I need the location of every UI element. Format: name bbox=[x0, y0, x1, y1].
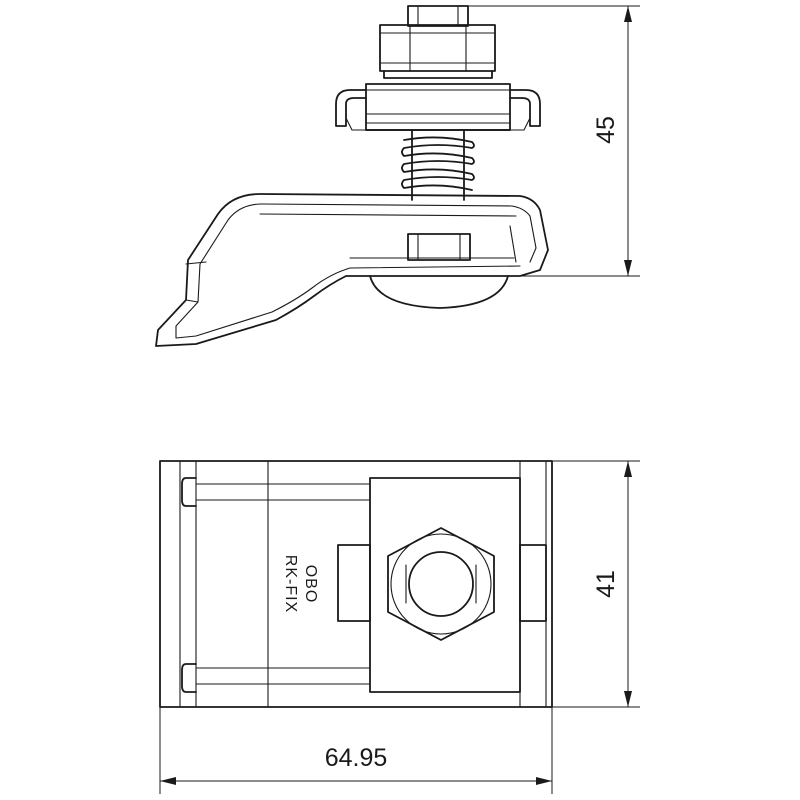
clamp-bridge bbox=[335, 83, 541, 131]
product-mark: RK-FIX bbox=[282, 555, 299, 613]
dimension-label-41: 41 bbox=[592, 570, 620, 598]
hex-nut bbox=[379, 24, 496, 79]
side-view bbox=[155, 5, 549, 347]
dimension-label-45: 45 bbox=[592, 116, 620, 144]
threaded-stud bbox=[407, 5, 469, 27]
base-plate bbox=[155, 193, 549, 347]
dimension-label-64-95: 64.95 bbox=[325, 744, 388, 772]
brand-mark: OBO bbox=[302, 565, 319, 604]
product-marking: OBO RK-FIX bbox=[282, 555, 319, 613]
dimension-side-height: 45 bbox=[468, 5, 640, 277]
hex-nut-top bbox=[387, 527, 495, 641]
stud-lower bbox=[369, 233, 509, 309]
top-view: OBO RK-FIX bbox=[159, 460, 553, 708]
compression-spring bbox=[401, 129, 475, 201]
dimension-top-width: 64.95 bbox=[159, 707, 553, 794]
dimension-top-height: 41 bbox=[552, 460, 640, 708]
